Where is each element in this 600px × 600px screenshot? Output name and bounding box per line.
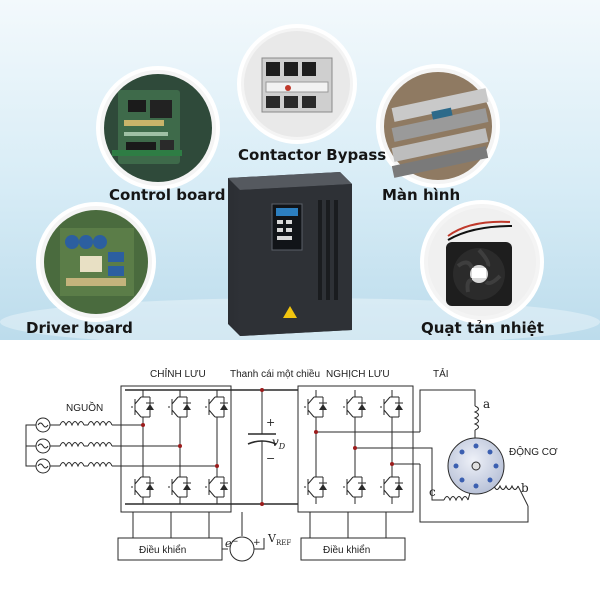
igbt-switch	[130, 396, 156, 418]
igbt-switches	[130, 396, 405, 498]
control-wiring	[132, 512, 387, 562]
man-hinh-label: Màn hình	[382, 186, 460, 204]
quat-tan-nhiet-photo	[420, 200, 544, 324]
components-photo-panel: Control board Contactor Bypass Màn hình …	[0, 0, 600, 340]
ac-sources	[25, 417, 51, 474]
igbt-switch	[204, 396, 230, 418]
igbt-switch	[167, 396, 193, 418]
dieu-khien-right-label: Điều khiển	[323, 544, 370, 556]
line-inductors	[50, 421, 217, 468]
control-board-photo	[96, 66, 220, 190]
chinh-luu-label: CHỈNH LƯU	[150, 367, 206, 380]
igbt-switch	[342, 476, 368, 498]
igbt-switch	[379, 476, 405, 498]
circuit-diagram	[25, 385, 529, 562]
igbt-switch	[303, 476, 329, 498]
dieu-khien-right-box	[300, 537, 406, 561]
dong-co-label: ĐỘNG CƠ	[509, 445, 558, 458]
contactor-bypass-photo	[237, 24, 357, 144]
minus-sign: −	[266, 452, 275, 465]
igbt-switch	[379, 396, 405, 418]
vd-label: vD	[272, 435, 286, 451]
driver-board-photo	[36, 202, 156, 322]
igbt-switch	[130, 476, 156, 498]
load-wiring	[419, 389, 529, 523]
error-label: e	[225, 537, 232, 550]
quat-tan-nhiet-label: Quạt tản nhiệt	[421, 319, 544, 337]
contactor-bypass-label: Contactor Bypass	[238, 146, 386, 164]
control-board-label: Control board	[109, 186, 226, 204]
tai-label: TẢI	[433, 367, 449, 380]
plus-sign: +	[266, 416, 275, 429]
phase-c-label: c	[429, 485, 436, 499]
phase-a-label: a	[483, 397, 490, 411]
igbt-switch	[303, 396, 329, 418]
sum-minus: −	[231, 537, 239, 547]
inverter-cabinet	[228, 172, 352, 336]
dieu-khien-left-label: Điều khiển	[139, 544, 186, 556]
driver-board-label: Driver board	[26, 319, 133, 337]
thanh-cai-label: Thanh cái một chiều	[230, 368, 320, 380]
circuit-labels: NGUỒN CHỈNH LƯU Thanh cái một chiều NGHỊ…	[66, 367, 558, 556]
nghich-luu-label: NGHỊCH LƯU	[326, 369, 390, 380]
sum-plus: +	[253, 538, 261, 548]
igbt-switch	[167, 476, 193, 498]
man-hinh-photo	[376, 64, 500, 188]
nguon-label: NGUỒN	[66, 401, 103, 414]
phase-b-label: b	[521, 481, 529, 495]
dc-link-capacitor	[247, 390, 277, 504]
igbt-switch	[342, 396, 368, 418]
igbt-switch	[204, 476, 230, 498]
dieu-khien-left-box	[117, 537, 223, 561]
motor	[447, 437, 505, 495]
junction-dots	[141, 388, 394, 506]
vref-label: VREF	[267, 532, 291, 547]
